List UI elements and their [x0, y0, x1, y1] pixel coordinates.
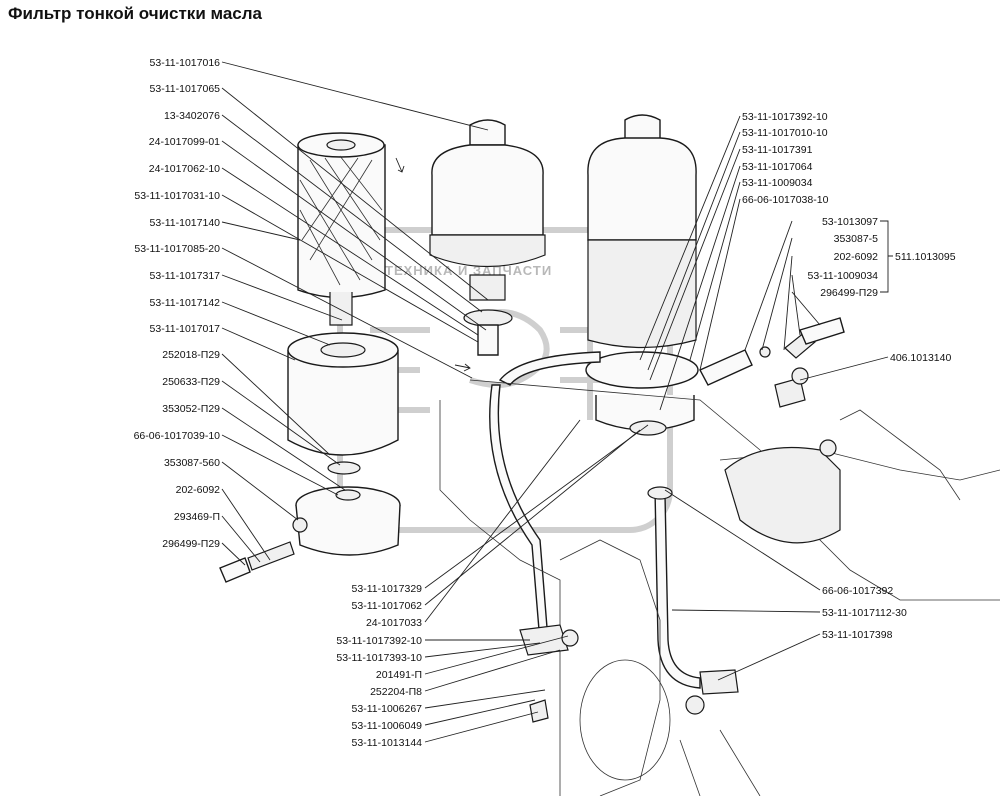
label-right-single-2: 53-11-1017112-30	[822, 607, 907, 619]
label-bottom-5: 201491-П	[376, 669, 422, 681]
label-left-2: 13-3402076	[164, 110, 220, 122]
page-title: Фильтр тонкой очистки масла	[8, 4, 263, 23]
drain-plug-left	[219, 541, 295, 583]
label-group-1: 353087-5	[834, 233, 879, 245]
label-left-0: 53-11-1017016	[150, 57, 221, 69]
filter-housing-base	[292, 461, 401, 556]
label-group-0: 53-1013097	[822, 216, 878, 228]
label-left-6: 53-11-1017140	[150, 217, 221, 229]
right-top-label-group: 53-11-1017392-10 53-11-1017010-10 53-11-…	[742, 111, 829, 206]
label-group-assembly: 511.1013095	[895, 251, 956, 263]
label-group-4: 296499-П29	[820, 287, 878, 299]
label-bottom-7: 53-11-1006267	[352, 703, 423, 715]
direction-arrow-2	[454, 363, 471, 372]
label-left-12: 250633-П29	[162, 376, 220, 388]
label-right-top-4: 53-11-1009034	[742, 177, 813, 189]
bottom-label-group: 53-11-1017329 53-11-1017062 24-1017033 5…	[336, 583, 422, 749]
installed-filter	[585, 114, 699, 436]
label-left-16: 202-6092	[176, 484, 221, 496]
label-right-top-3: 53-11-1017064	[742, 161, 813, 173]
label-bottom-2: 24-1017033	[366, 617, 422, 629]
engine-block	[439, 379, 1000, 796]
filter-element-cartridge	[297, 132, 386, 326]
label-left-1: 53-11-1017065	[150, 83, 221, 95]
label-left-17: 293469-П	[174, 511, 220, 523]
label-left-7: 53-11-1017085-20	[134, 243, 220, 255]
label-left-4: 24-1017062-10	[149, 163, 220, 175]
label-left-13: 353052-П29	[162, 403, 220, 415]
label-bottom-9: 53-11-1013144	[352, 737, 423, 749]
fittings-right	[699, 317, 845, 408]
watermark-text: ТЕХНИКА И ЗАПЧАСТИ	[385, 263, 552, 278]
oil-pipes	[489, 351, 739, 695]
label-left-9: 53-11-1017142	[150, 297, 221, 309]
label-right-top-2: 53-11-1017391	[742, 144, 813, 156]
label-left-5: 53-11-1017031-10	[134, 190, 220, 202]
label-left-15: 353087-560	[164, 457, 220, 469]
label-right-single-1: 66-06-1017392	[822, 585, 893, 597]
label-right-top-1: 53-11-1017010-10	[742, 127, 828, 139]
label-group-3: 53-11-1009034	[808, 270, 879, 282]
right-group-label-group: 53-1013097 353087-5 202-6092 53-11-10090…	[808, 216, 956, 299]
filter-bowl	[287, 332, 399, 456]
label-left-3: 24-1017099-01	[149, 136, 220, 148]
label-left-8: 53-11-1017317	[150, 270, 221, 282]
rotor-cap	[429, 119, 546, 356]
leader-lines	[221, 61, 893, 743]
label-bottom-1: 53-11-1017062	[352, 600, 423, 612]
left-label-group: 53-11-1017016 53-11-1017065 13-3402076 2…	[134, 57, 221, 550]
label-group-2: 202-6092	[834, 251, 879, 263]
label-bottom-6: 252204-П8	[370, 686, 422, 698]
label-left-14: 66-06-1017039-10	[134, 430, 221, 442]
label-left-18: 296499-П29	[162, 538, 220, 550]
label-left-10: 53-11-1017017	[150, 323, 221, 335]
right-single-label-group: 406.1013140 66-06-1017392 53-11-1017112-…	[822, 352, 951, 641]
label-right-top-5: 66-06-1017038-10	[742, 194, 829, 206]
label-left-11: 252018-П29	[162, 349, 220, 361]
label-bottom-8: 53-11-1006049	[352, 720, 423, 732]
label-bottom-3: 53-11-1017392-10	[336, 635, 422, 647]
label-right-single-3: 53-11-1017398	[822, 629, 893, 641]
direction-arrow	[395, 157, 405, 173]
label-right-top-0: 53-11-1017392-10	[742, 111, 828, 123]
label-bottom-0: 53-11-1017329	[352, 583, 423, 595]
label-right-single-0: 406.1013140	[890, 352, 951, 364]
label-bottom-4: 53-11-1017393-10	[336, 652, 422, 664]
